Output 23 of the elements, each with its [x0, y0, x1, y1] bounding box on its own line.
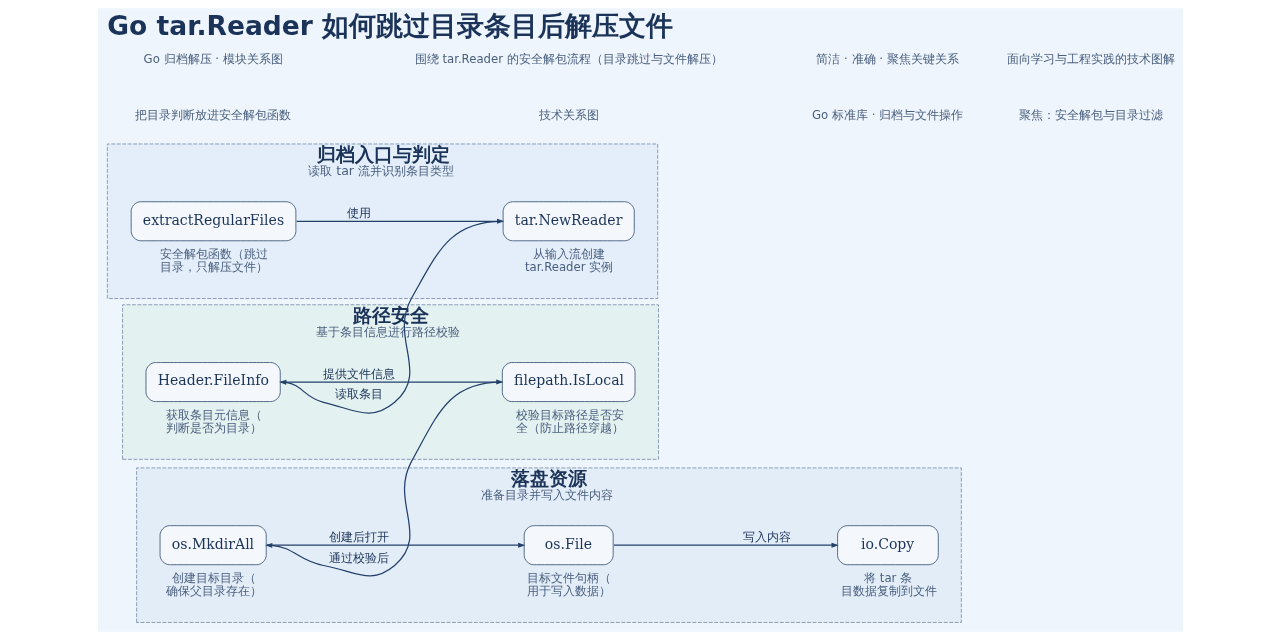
edge-label: 写入内容 — [742, 530, 791, 545]
node-label: 创建目标目录（确保父目录存在） — [165, 570, 262, 599]
node-label: 目标文件句柄（用于写入数据） — [526, 570, 611, 599]
arrow — [612, 542, 839, 548]
label: 技术关系图 — [538, 108, 599, 123]
label: Go 标准库 · 归档与文件操作 — [811, 108, 963, 123]
edge-label: 通过校验后 — [328, 550, 389, 565]
diagram-title: Go tar.Reader 如何跳过目录条目后解压文件 — [106, 9, 673, 41]
label: 简洁 · 准确 · 聚焦关键关系 — [815, 52, 959, 67]
node-label: 校验目标路径是否安全（防止路径穿越） — [515, 407, 624, 436]
edge-label: 创建后打开 — [328, 530, 389, 545]
label: 围绕 tar.Reader 的安全解包流程（目录跳过与文件解压） — [414, 52, 723, 67]
label: Go 归档解压 · 模块关系图 — [143, 52, 283, 67]
node-label: 将 tar 条目数据复制到文件 — [840, 570, 937, 599]
label: 面向学习与工程实践的技术图解 — [1006, 52, 1175, 67]
label: 把目录判断放进安全解包函数 — [134, 108, 291, 123]
edge-label: 使用 — [346, 206, 371, 221]
edge-label: 读取条目 — [334, 387, 383, 402]
node-label: 安全解包函数（跳过目录，只解压文件） — [159, 246, 268, 275]
edge-label: 提供文件信息 — [322, 367, 395, 382]
node-label: 从输入流创建tar.Reader 实例 — [524, 246, 613, 275]
node-label: 获取条目元信息（判断是否为目录） — [165, 407, 262, 436]
label: 聚焦：安全解包与目录过滤 — [1018, 108, 1163, 123]
